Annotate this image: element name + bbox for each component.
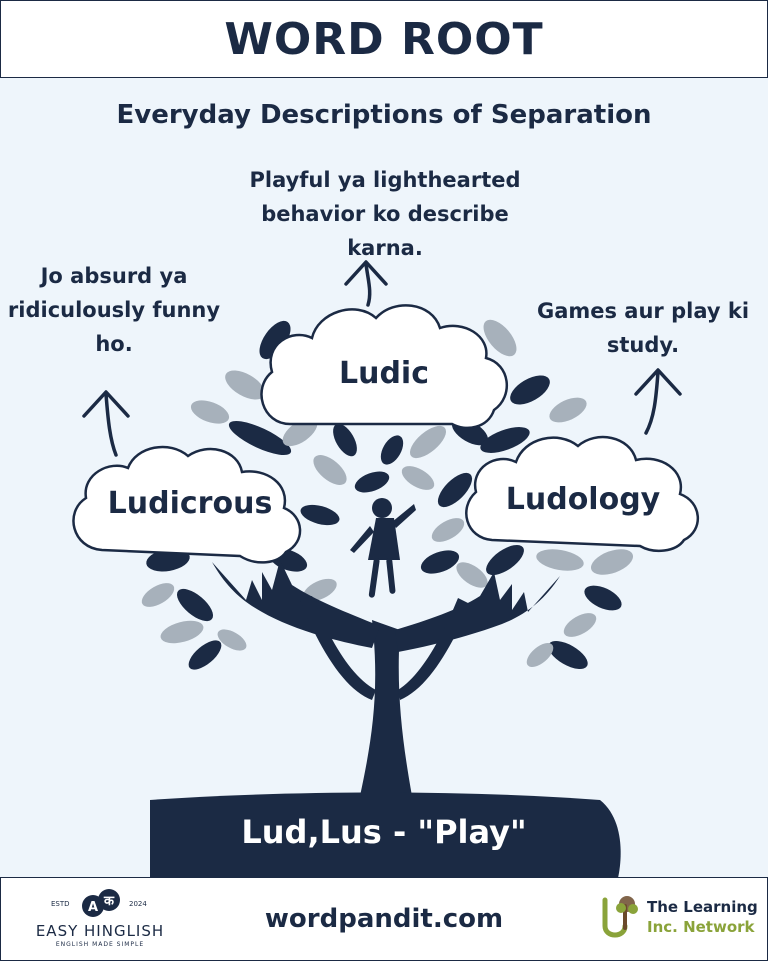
leaf-icon xyxy=(456,562,488,588)
hands-icon xyxy=(395,572,560,652)
tree-logo-icon xyxy=(602,896,638,938)
leaf-icon xyxy=(188,640,222,670)
leaf-icon xyxy=(420,550,460,574)
easy-hinglish-logo: A क ESTD 2024 EASY HINGLISH ENGLISH MADE… xyxy=(25,888,175,952)
learning-inc-logo: The Learning Inc. Network xyxy=(599,894,759,944)
leaf-icon xyxy=(354,471,390,493)
leaf-icon xyxy=(190,400,230,424)
leaf-icon xyxy=(401,466,435,490)
leaves xyxy=(141,319,634,670)
cloud-icon xyxy=(465,435,700,553)
leaf-icon xyxy=(431,518,465,542)
child-silhouette-icon xyxy=(350,498,416,598)
logo-estd: ESTD xyxy=(51,900,70,908)
page-title: WORD ROOT xyxy=(224,13,544,65)
word-ludic: Ludic xyxy=(338,356,429,391)
leaf-icon xyxy=(549,397,587,423)
leaf-icon xyxy=(584,585,622,611)
logo-letter-ka: क xyxy=(103,894,115,909)
subtitle: Everyday Descriptions of Separation xyxy=(116,100,652,130)
leaf-icon xyxy=(486,544,524,576)
leaf-icon xyxy=(176,588,214,622)
leaf-icon xyxy=(225,370,265,400)
leaf-icon xyxy=(217,629,247,651)
meaning-ludic: Playful ya lighthearted behavior ko desc… xyxy=(249,168,521,260)
hands-icon xyxy=(212,560,380,648)
leaf-icon xyxy=(409,425,447,459)
leaf-icon xyxy=(303,578,337,602)
leaf-icon xyxy=(300,504,340,526)
word-ludology: Ludology xyxy=(505,482,661,517)
leaf-icon xyxy=(437,472,473,508)
header: WORD ROOT xyxy=(0,0,768,78)
leaf-icon xyxy=(141,583,175,607)
leaf-icon xyxy=(548,641,588,669)
word-ludicrous: Ludicrous xyxy=(107,486,273,521)
leaf-icon xyxy=(526,643,554,667)
logo-year: 2024 xyxy=(129,900,147,908)
cloud-icon xyxy=(72,445,302,564)
arrow-up-icon xyxy=(344,260,388,307)
leaf-icon xyxy=(160,620,204,644)
logo-tagline: ENGLISH MADE SIMPLE xyxy=(55,941,145,948)
leaf-icon xyxy=(333,423,357,457)
leaf-icon xyxy=(380,435,404,465)
website-link[interactable]: wordpandit.com xyxy=(264,904,504,934)
root-mound xyxy=(150,792,621,878)
tree-trunk xyxy=(212,560,560,796)
leaf-icon xyxy=(313,455,347,485)
leaf-icon xyxy=(483,319,517,357)
leaf-icon xyxy=(228,421,292,455)
leaf-icon xyxy=(536,549,584,571)
arrow-up-icon xyxy=(634,368,682,435)
leaf-icon xyxy=(590,549,634,575)
logo-line1: The Learning xyxy=(647,898,758,916)
leaf-icon xyxy=(259,320,291,360)
footer: wordpandit.com A क ESTD 2024 EASY HINGLI… xyxy=(0,877,768,961)
root-label: Lud,Lus - "Play" xyxy=(241,813,527,851)
cloud-icon xyxy=(260,304,508,430)
meaning-ludology: Games aur play ki study. xyxy=(536,299,750,357)
logo-line2: Inc. Network xyxy=(647,918,755,936)
logo-letter-a: A xyxy=(88,900,98,915)
arrow-up-icon xyxy=(82,390,130,457)
logo-name: EASY HINGLISH xyxy=(35,922,165,940)
leaf-icon xyxy=(563,613,597,637)
leaf-icon xyxy=(480,427,530,453)
leaf-icon xyxy=(510,375,550,405)
meaning-ludicrous: Jo absurd ya ridiculously funny ho. xyxy=(7,264,221,356)
speech-bubbles-icon: A क xyxy=(82,889,120,917)
